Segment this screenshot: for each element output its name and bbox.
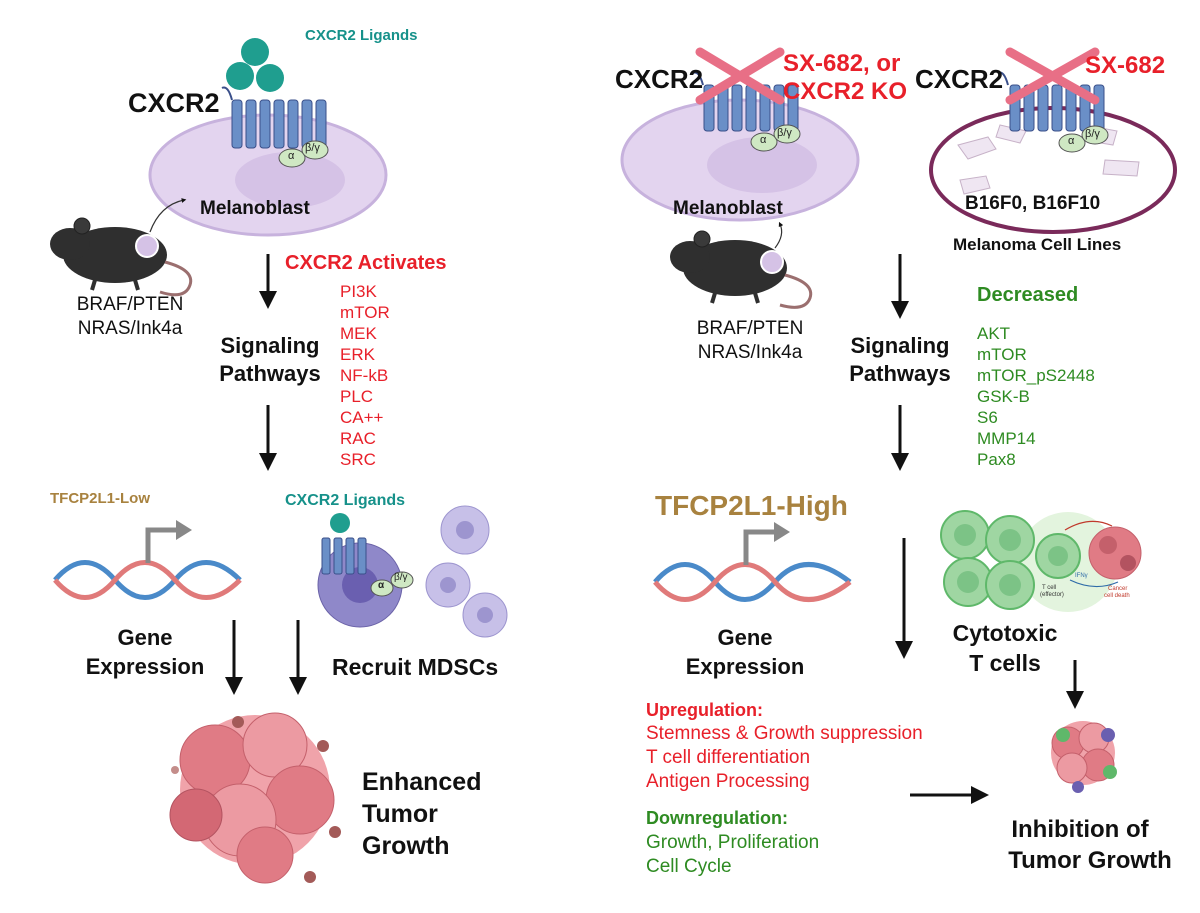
list-item: AKT [977, 324, 1011, 343]
left-tfcp-low-label: TFCP2L1-Low [50, 490, 150, 507]
left-mdsc-cells-icon [317, 505, 508, 638]
right-receptor-label-1: CXCR2 [615, 64, 704, 94]
right-alpha-label-2: α [1068, 135, 1075, 147]
list-item: Cell Cycle [646, 856, 732, 877]
left-melanoblast-cell [148, 113, 388, 237]
right-downregulation-title: Downregulation: [646, 808, 788, 828]
right-signaling-label-2: Pathways [849, 361, 951, 386]
list-item: T cell differentiation [646, 747, 811, 768]
list-item: Stemness & Growth suppression [646, 723, 923, 744]
left-activated-list: PI3K mTOR MEK ERK NF-kB PLC CA++ RAC SRC [340, 281, 390, 470]
left-beta-gamma-label: β/γ [305, 142, 320, 154]
left-dna-icon [53, 520, 242, 600]
left-alpha-label-2: α [378, 580, 385, 591]
list-item: S6 [977, 408, 998, 427]
list-item: CA++ [340, 408, 384, 427]
left-outcome-label-2: Tumor [362, 800, 438, 828]
left-recruit-label: Recruit MDSCs [332, 654, 499, 680]
right-tcell-mini-label-1: T cell [1042, 585, 1057, 591]
right-inhibit-cross-icon-1 [695, 47, 785, 105]
right-cancer-mini-label-1: Cancer [1108, 586, 1128, 592]
list-item: MEK [340, 324, 377, 343]
right-beta-gamma-label-1: β/γ [777, 127, 792, 139]
right-mouse-label-2: NRAS/Ink4a [697, 342, 803, 363]
right-inhibitor-label-2: SX-682 [1085, 52, 1166, 79]
left-tumor-icon [169, 712, 341, 884]
list-item: PI3K [340, 282, 377, 301]
left-outcome-label-1: Enhanced [362, 768, 482, 796]
right-inhibit-cross-icon-2 [1005, 47, 1100, 105]
left-alpha-label: α [288, 150, 295, 162]
right-outcome-label-1: Inhibition of [1011, 816, 1149, 843]
list-item: mTOR [977, 345, 1027, 364]
list-item: Growth, Proliferation [646, 832, 820, 853]
list-item: Pax8 [977, 450, 1016, 469]
right-signaling-label-1: Signaling [850, 333, 950, 358]
list-item: NF-kB [340, 366, 389, 385]
list-item: RAC [340, 429, 376, 448]
right-tcell-mini-label-2: (effector) [1040, 592, 1064, 598]
left-gene-label-2: Expression [85, 654, 205, 679]
right-tfcp-high-label: TFCP2L1-High [655, 490, 848, 521]
right-mouse-label-1: BRAF/PTEN [696, 318, 804, 339]
right-cell-lines-label: B16F0, B16F10 [965, 193, 1101, 214]
list-item: mTOR_pS2448 [977, 366, 1095, 385]
left-signaling-label-1: Signaling [220, 333, 320, 358]
list-item: PLC [340, 387, 374, 406]
list-item: Antigen Processing [646, 771, 810, 792]
left-cell-label: Melanoblast [200, 198, 310, 219]
right-receptor-label-2: CXCR2 [915, 64, 1004, 94]
right-mouse-icon [670, 230, 813, 309]
left-ligands-label: CXCR2 Ligands [305, 27, 418, 44]
right-upregulation-list: Stemness & Growth suppression T cell dif… [646, 722, 923, 794]
left-ligands-label-2: CXCR2 Ligands [285, 492, 406, 509]
left-mouse-label-2: NRAS/Ink4a [77, 318, 183, 339]
list-item: MMP14 [977, 429, 1036, 448]
list-item: GSK-B [977, 387, 1030, 406]
right-cell-label: Melanoblast [673, 198, 783, 219]
right-downregulation-list: Growth, Proliferation Cell Cycle [646, 831, 819, 879]
left-signaling-label-2: Pathways [219, 361, 321, 386]
right-dna-icon [653, 522, 852, 602]
right-tcells-icon [940, 510, 1142, 612]
left-cxcr2-receptor-icon [221, 86, 329, 168]
right-ifn-mini-label: IFNγ [1075, 573, 1088, 579]
right-inhibitor-label-1b: CXCR2 KO [783, 78, 908, 105]
right-outcome-label-2: Tumor Growth [1008, 847, 1172, 874]
right-inhibitor-label-1a: SX-682, or [783, 50, 901, 77]
left-activates-title: CXCR2 Activates [285, 252, 447, 274]
list-item: ERK [340, 345, 375, 364]
right-gene-label-2: Expression [685, 654, 805, 679]
right-alpha-label-1: α [760, 134, 767, 146]
right-cell-lines-caption: Melanoma Cell Lines [953, 235, 1122, 254]
right-decreased-title: Decreased [977, 284, 1079, 306]
left-mouse-icon [50, 217, 193, 297]
list-item: SRC [340, 450, 376, 469]
left-mouse-label-1: BRAF/PTEN [76, 294, 184, 315]
right-cytotoxic-label-1: Cytotoxic [952, 620, 1058, 646]
right-beta-gamma-label-2: β/γ [1085, 128, 1100, 140]
left-outcome-label-3: Growth [362, 832, 450, 860]
left-receptor-label: CXCR2 [128, 88, 220, 118]
left-gene-label-1: Gene [117, 625, 173, 650]
left-ligand-spheres [226, 38, 284, 92]
right-tumor-icon [1051, 721, 1117, 793]
list-item: mTOR [340, 303, 390, 322]
right-cytotoxic-label-2: T cells [969, 650, 1041, 676]
left-beta-gamma-label-2: β/γ [394, 572, 408, 583]
right-upregulation-title: Upregulation: [646, 700, 763, 720]
right-gene-label-1: Gene [717, 625, 773, 650]
right-decreased-list: AKT mTOR mTOR_pS2448 GSK-B S6 MMP14 Pax8 [977, 323, 1095, 470]
right-cancer-mini-label-2: cell death [1104, 593, 1130, 599]
